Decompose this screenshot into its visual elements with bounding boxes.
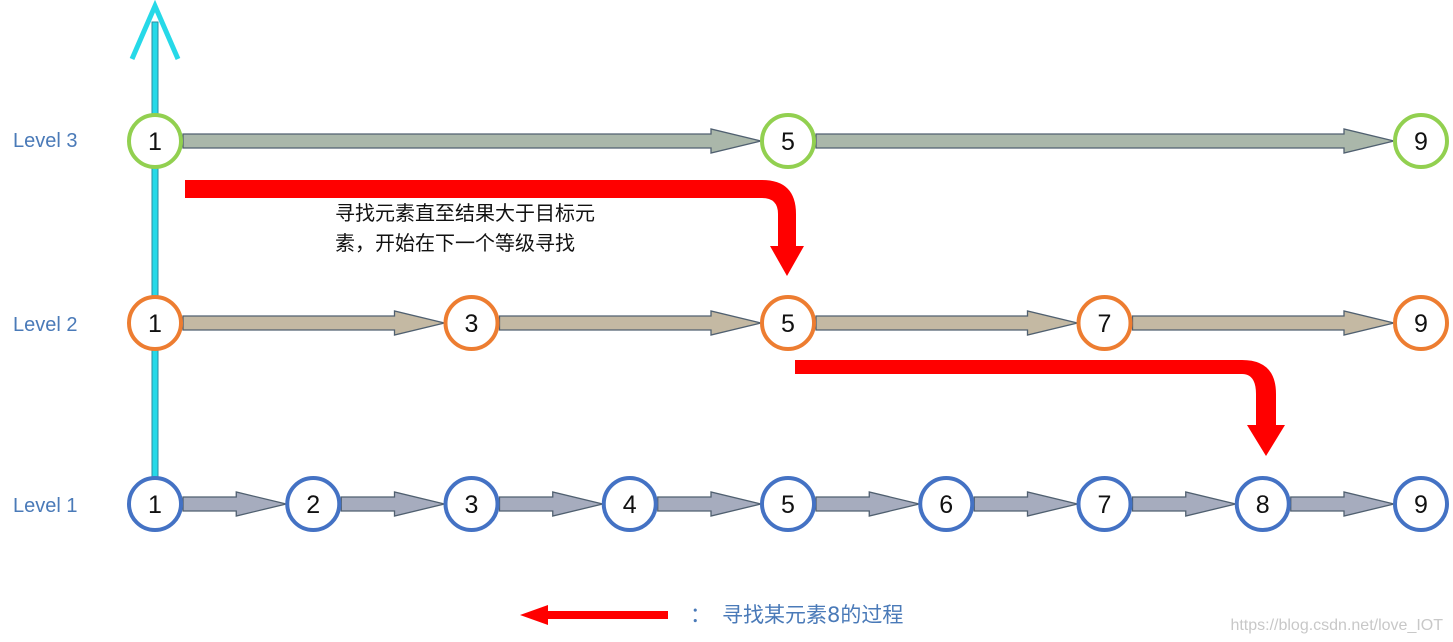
- level-2-node: 1: [127, 295, 183, 351]
- node-label: 1: [148, 128, 162, 156]
- level-2-row: 1 3 5 7 9: [127, 295, 1449, 351]
- node-ring: [1234, 476, 1291, 532]
- legend: ： 寻找某元素8的过程: [520, 603, 903, 627]
- level-2-node: 7: [1076, 295, 1133, 351]
- node-ring: [1393, 113, 1449, 169]
- node-ring: [1393, 476, 1449, 532]
- level-1-link-arrow: [973, 491, 1078, 517]
- level-3-node: 1: [127, 113, 183, 169]
- level-1-link-arrow: [340, 491, 445, 517]
- node-ring: [127, 476, 183, 532]
- node-ring: [127, 295, 183, 351]
- node-ring: [1076, 295, 1133, 351]
- level-1-link-arrow: [498, 491, 603, 517]
- level-2-node: 5: [760, 295, 816, 351]
- level-2-node: 3: [443, 295, 500, 351]
- node-ring: [760, 476, 816, 532]
- level-1-link-arrow: [1131, 491, 1236, 517]
- level-2-link-arrow: [1131, 310, 1395, 336]
- search-path-segment-1: [185, 180, 804, 276]
- level-3-label: Level 3: [13, 130, 78, 152]
- watermark: https://blog.csdn.net/love_IOT: [1230, 617, 1443, 634]
- node-ring: [601, 476, 658, 532]
- level-1-node: 3: [443, 476, 500, 532]
- node-ring: [285, 476, 342, 532]
- level-2-link-arrow: [182, 310, 445, 336]
- node-label: 3: [465, 491, 479, 519]
- node-label: 2: [306, 491, 320, 519]
- level-1-node: 6: [918, 476, 975, 532]
- node-ring: [443, 476, 500, 532]
- level-1-link-arrow: [182, 491, 287, 517]
- level-1-node: 4: [601, 476, 658, 532]
- node-label: 7: [1098, 310, 1112, 338]
- node-label: 7: [1098, 491, 1112, 519]
- node-ring: [760, 113, 816, 169]
- level-3-node: 5: [760, 113, 816, 169]
- level-1-node: 2: [285, 476, 342, 532]
- node-ring: [1076, 476, 1133, 532]
- level-1-row: 1 2 3 4 5 6 7 8 9: [127, 476, 1449, 532]
- node-label: 6: [939, 491, 953, 519]
- node-label: 4: [623, 491, 637, 519]
- node-label: 9: [1414, 491, 1428, 519]
- search-note-line-2: 素，开始在下一个等级寻找: [335, 231, 575, 255]
- node-label: 1: [148, 310, 162, 338]
- level-1-label: Level 1: [13, 495, 78, 517]
- node-label: 5: [781, 128, 795, 156]
- node-label: 5: [781, 310, 795, 338]
- legend-red-arrow-icon: [520, 605, 668, 625]
- level-2-link-arrow: [498, 310, 762, 336]
- node-label: 8: [1256, 491, 1270, 519]
- legend-text: 寻找某元素8的过程: [722, 603, 903, 627]
- node-label: 3: [465, 310, 479, 338]
- node-label: 5: [781, 491, 795, 519]
- level-3-row: 1 5 9: [127, 113, 1449, 169]
- node-ring: [127, 113, 183, 169]
- legend-colon: ：: [690, 603, 711, 627]
- level-3-link-arrow: [182, 128, 762, 154]
- node-ring: [1393, 295, 1449, 351]
- level-2-link-arrow: [815, 310, 1078, 336]
- level-1-link-arrow: [815, 491, 920, 517]
- level-1-node: 7: [1076, 476, 1133, 532]
- level-2-node: 9: [1393, 295, 1449, 351]
- level-1-node: 9: [1393, 476, 1449, 532]
- search-path-segment-2: [795, 360, 1285, 456]
- node-ring: [443, 295, 500, 351]
- level-1-link-arrow: [657, 491, 762, 517]
- node-label: 9: [1414, 310, 1428, 338]
- level-1-node: 1: [127, 476, 183, 532]
- level-3-link-arrow: [815, 128, 1395, 154]
- level-1-node: 5: [760, 476, 816, 532]
- level-2-label: Level 2: [13, 314, 78, 336]
- node-label: 1: [148, 491, 162, 519]
- node-ring: [760, 295, 816, 351]
- node-label: 9: [1414, 128, 1428, 156]
- search-note-line-1: 寻找元素直至结果大于目标元: [335, 201, 595, 225]
- level-1-link-arrow: [1290, 491, 1395, 517]
- level-3-node: 9: [1393, 113, 1449, 169]
- level-1-node: 8: [1234, 476, 1291, 532]
- node-ring: [918, 476, 975, 532]
- ascend-arrow: [129, 0, 181, 483]
